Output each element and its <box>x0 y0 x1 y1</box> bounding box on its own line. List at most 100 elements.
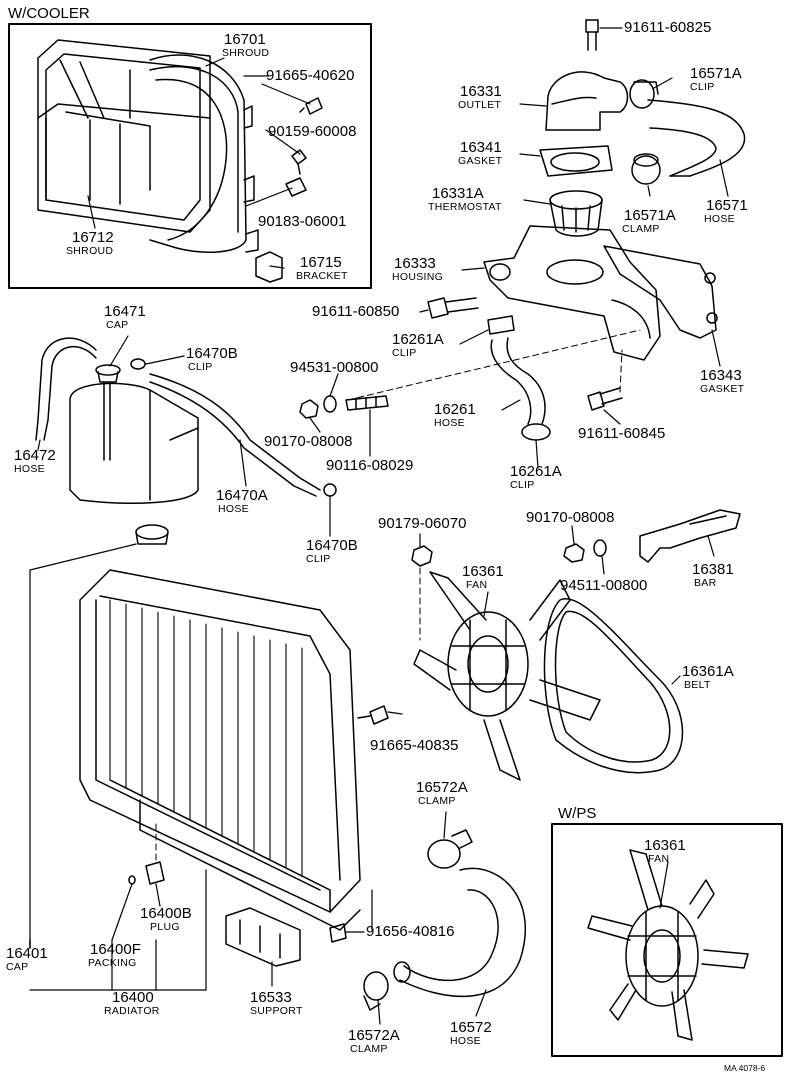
part-16572A-top-name: CLAMP <box>418 795 456 807</box>
part-16470B-bot-number: 16470B <box>306 537 358 554</box>
clamp-16571A <box>631 153 661 185</box>
gasket-16341 <box>539 145 613 177</box>
part-91611-60850-number: 91611-60850 <box>312 303 400 320</box>
part-91665-40835-number: 91665-40835 <box>370 737 459 754</box>
part-16471-number: 16471 <box>104 303 146 320</box>
part-16400F-name: PACKING <box>88 957 137 969</box>
part-16341-name: GASKET <box>458 155 503 167</box>
cooler-inset-title: W/COOLER <box>8 5 90 22</box>
part-16333-name: HOUSING <box>392 271 444 283</box>
part-16572A-top-number: 16572A <box>416 779 468 796</box>
thermostat-16331A <box>549 190 603 237</box>
part-16715-number: 16715 <box>300 254 342 271</box>
part-16471-name: CAP <box>106 319 129 331</box>
part-16343-number: 16343 <box>700 367 742 384</box>
part-16381-number: 16381 <box>692 561 734 578</box>
support-16533 <box>225 907 301 967</box>
part-16381-name: BAR <box>694 577 717 589</box>
ps-inset-title: W/PS <box>558 805 597 822</box>
bolt-91611-60825 <box>585 19 599 51</box>
diagram-code: MA 4078-6 <box>724 1063 766 1073</box>
belt-16361A <box>543 597 684 774</box>
part-16571A-clip-number: 16571A <box>690 65 742 82</box>
part-16400B-name: PLUG <box>150 921 180 933</box>
hose-16470A <box>149 373 321 497</box>
part-16472-name: HOSE <box>14 463 45 475</box>
part-16261A-clip-bot-number: 16261A <box>510 463 562 480</box>
part-16343-name: GASKET <box>700 383 745 395</box>
cap-16471 <box>95 364 121 461</box>
cooler-inset-frame <box>8 23 372 289</box>
part-16331A-name: THERMOSTAT <box>428 201 502 213</box>
part-16470B-top-name: CLIP <box>188 361 213 373</box>
part-16400-name: RADIATOR <box>104 1005 160 1017</box>
part-16571-number: 16571 <box>706 197 748 214</box>
part-16401-number: 16401 <box>6 945 48 962</box>
part-16261A-clip-bot-name: CLIP <box>510 479 535 491</box>
part-16472-number: 16472 <box>14 447 56 464</box>
part-91611-60825-number: 91611-60825 <box>624 19 712 36</box>
gasket-16343 <box>603 245 718 339</box>
outlet-16331 <box>545 71 629 131</box>
part-16400B-number: 16400B <box>140 905 192 922</box>
part-91665-40620-number: 91665-40620 <box>266 67 355 84</box>
shroud-16701-drawing <box>149 54 259 253</box>
part-91656-40816-number: 91656-40816 <box>366 923 455 940</box>
bracket-16715 <box>255 251 283 283</box>
bar-16381 <box>639 509 741 563</box>
part-16712-name: SHROUD <box>66 245 114 257</box>
bolt-91611-60850 <box>427 297 479 319</box>
stud-90116-08029 <box>345 395 389 411</box>
radiator-16400-drawing <box>79 569 361 931</box>
part-16400F-number: 16400F <box>90 941 141 958</box>
part-16470B-bot-name: CLIP <box>306 553 331 565</box>
part-90179-06070-number: 90179-06070 <box>378 515 467 532</box>
part-16571A-clamp-name: CLAMP <box>622 223 660 235</box>
part-16701-number: 16701 <box>224 31 266 48</box>
bolt-91665-40835 <box>357 705 389 725</box>
ps-inset-frame <box>551 823 783 1057</box>
part-16261-name: HOSE <box>434 417 465 429</box>
nut-90179-06070 <box>411 545 433 567</box>
hose-16572 <box>393 867 526 998</box>
bolt-91611-60845 <box>587 387 623 411</box>
part-90170-08008-b-number: 90170-08008 <box>526 509 615 526</box>
hose-16261 <box>490 337 546 425</box>
part-94531-00800-number: 94531-00800 <box>290 359 379 376</box>
part-16571A-clamp-number: 16571A <box>624 207 676 224</box>
part-16261A-clip-top-number: 16261A <box>392 331 444 348</box>
part-16572A-bot-number: 16572A <box>348 1027 400 1044</box>
clip-90183-06001 <box>285 177 307 197</box>
part-16331A-number: 16331A <box>432 185 484 202</box>
nut-90170-08008-b <box>563 543 585 563</box>
packing-16400F <box>128 875 136 885</box>
cap-16401 <box>135 524 169 545</box>
part-16533-name: SUPPORT <box>250 1005 303 1017</box>
clip-16261A-bot <box>521 423 551 441</box>
part-16401-name: CAP <box>6 961 29 973</box>
part-16333-number: 16333 <box>394 255 436 272</box>
part-16470A-name: HOSE <box>218 503 249 515</box>
part-16400-number: 16400 <box>112 989 154 1006</box>
part-16571-name: HOSE <box>704 213 735 225</box>
clip-16571A <box>629 79 659 109</box>
part-16572-name: HOSE <box>450 1035 481 1047</box>
fan-16361-ps <box>587 849 749 1041</box>
washer-94531-00800 <box>323 395 337 413</box>
part-16572-number: 16572 <box>450 1019 492 1036</box>
washer-94511-00800 <box>593 539 607 557</box>
part-90170-08008-a-number: 90170-08008 <box>264 433 353 450</box>
part-16341-number: 16341 <box>460 139 502 156</box>
part-90183-06001-number: 90183-06001 <box>258 213 347 230</box>
clip-16470B-bot <box>323 483 337 497</box>
part-16361A-name: BELT <box>684 679 711 691</box>
part-16361-ps-number: 16361 <box>644 837 686 854</box>
part-90159-60008-number: 90159-60008 <box>268 123 357 140</box>
part-16533-number: 16533 <box>250 989 292 1006</box>
plug-16400B <box>145 861 165 885</box>
bolt-91665-40620 <box>299 97 323 115</box>
reservoir-tank <box>69 382 199 504</box>
part-16571A-clip-name: CLIP <box>690 81 715 93</box>
part-16701-name: SHROUD <box>222 47 270 59</box>
